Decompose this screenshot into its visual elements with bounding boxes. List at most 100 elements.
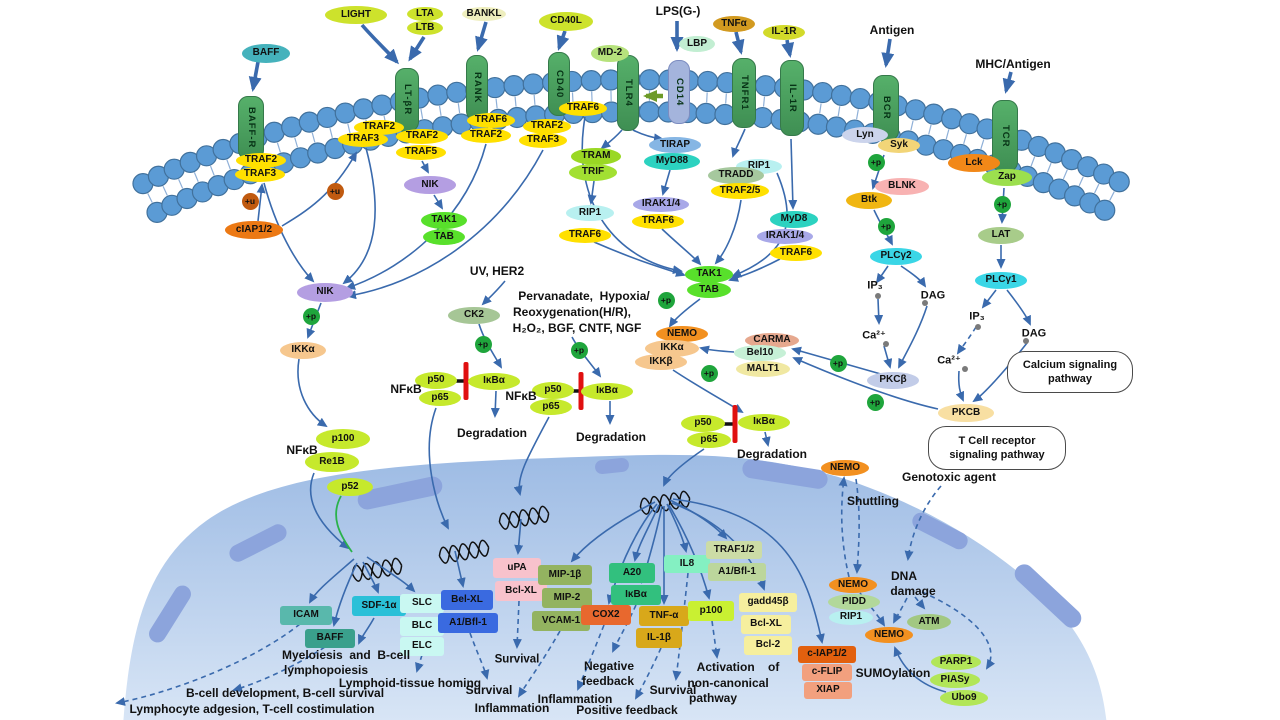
nuclear-patch [229, 524, 287, 562]
dna-icon [498, 505, 550, 530]
pathway-arrow [893, 646, 947, 693]
pathway-arrow [871, 154, 885, 190]
pathway-arrow [791, 346, 885, 376]
metabolite-dot [975, 324, 981, 330]
nucleus [123, 454, 1107, 720]
pathway-arrow [788, 138, 798, 210]
nuclear-patch [149, 585, 191, 643]
pathway-arrow [256, 183, 266, 222]
pathway-arrow [513, 416, 550, 496]
pathway-arrow [666, 503, 689, 553]
pathway-arrow [781, 39, 795, 58]
pathway-arrow [517, 630, 561, 698]
pathway-arrow [433, 194, 444, 210]
pathway-arrow [731, 128, 746, 158]
pathway-arrow [792, 357, 939, 410]
pathway-arrow [661, 228, 702, 266]
pathway-arrow [699, 345, 735, 355]
pathway-arrow [263, 182, 315, 283]
pathway-arrow [972, 342, 1028, 403]
pathway-arrow [600, 129, 623, 150]
pathway-arrow [672, 498, 825, 644]
pathway-arrow [360, 23, 400, 65]
inhibition-symbols [450, 293, 1029, 443]
pathway-arrow [668, 504, 712, 600]
pathway-arrow [362, 561, 380, 594]
pathway-arrow [838, 476, 850, 578]
pathway-arrow [297, 358, 328, 428]
pathway-arrow [232, 646, 326, 693]
pathway-arrow [875, 265, 889, 284]
nuclear-patch [742, 459, 828, 489]
dna-icon [639, 490, 691, 515]
pathway-arrow [115, 623, 301, 706]
dna-icons [351, 490, 691, 582]
pathway-arrow [309, 472, 350, 550]
nuclear-patch [357, 476, 443, 510]
pathway-arrow [475, 21, 488, 52]
pathway-arrow [248, 61, 262, 92]
pathway-arrow [956, 326, 977, 355]
pathway-arrow [714, 199, 742, 265]
pathway-arrow [632, 129, 664, 143]
pathway-arrow [612, 604, 637, 653]
metabolite-dot [883, 341, 889, 347]
pathway-arrow [366, 556, 416, 593]
metabolite-dot [875, 293, 881, 299]
pathway-arrow [593, 241, 686, 277]
pathway-arrow [571, 336, 602, 378]
pathway-arrow [881, 38, 895, 68]
pathway-arrow [335, 495, 353, 553]
pathway-arrow [731, 31, 745, 55]
pathway-arrow [469, 632, 490, 680]
pathway-arrow [660, 169, 671, 196]
pathway-arrow [281, 151, 357, 227]
pathway-arrow [346, 149, 544, 300]
pathway-arrow [428, 407, 449, 530]
pathway-arrow [904, 485, 942, 561]
nuclear-patch [595, 457, 629, 475]
inhibition-bar-icon [578, 372, 584, 410]
pathway-arrow [853, 478, 863, 574]
pathway-arrow [331, 562, 358, 627]
pathway-arrow [728, 258, 781, 282]
pathway-arrow [914, 596, 926, 610]
pathway-arrow [672, 369, 744, 414]
pathway-arrow [761, 431, 771, 447]
pathway-arrow [668, 298, 701, 328]
pathway-arrow [358, 617, 375, 645]
pathway-arrow [481, 280, 506, 306]
pathway-arrow [581, 116, 683, 275]
plasma-membrane [132, 69, 1130, 223]
inhibition-bar-icon [463, 362, 469, 400]
metabolite-dot [922, 300, 928, 306]
pathway-arrow [512, 600, 522, 649]
pathway-arrow [632, 504, 660, 562]
pathway-arrow [1006, 289, 1031, 326]
pathway-arrow [478, 323, 503, 369]
inhibition-bar-icon [732, 405, 738, 443]
pathway-arrow [415, 654, 424, 673]
pathway-arrow [873, 209, 893, 246]
pathway-arrow [711, 620, 721, 659]
pathway-arrow [874, 298, 884, 325]
nuclear-patch [1014, 564, 1082, 628]
pathway-arrow [408, 36, 426, 62]
pathway-arrow [514, 518, 524, 555]
pathway-arrow [663, 448, 705, 487]
pathway-arrow [883, 345, 893, 369]
nuclear-patch [912, 512, 968, 550]
pathway-arrow [570, 501, 656, 563]
dna-icon [351, 557, 403, 582]
pathway-arrow [981, 289, 997, 309]
dna-icon [438, 539, 490, 564]
pathway-arrow [556, 30, 570, 51]
pathway-arrow [900, 265, 927, 288]
pathway-arrow [490, 390, 500, 418]
pathway-arrow [1002, 71, 1016, 94]
pathway-arrow [454, 550, 466, 588]
pathway-arrow [898, 305, 928, 369]
pathway-arrow [306, 302, 322, 339]
